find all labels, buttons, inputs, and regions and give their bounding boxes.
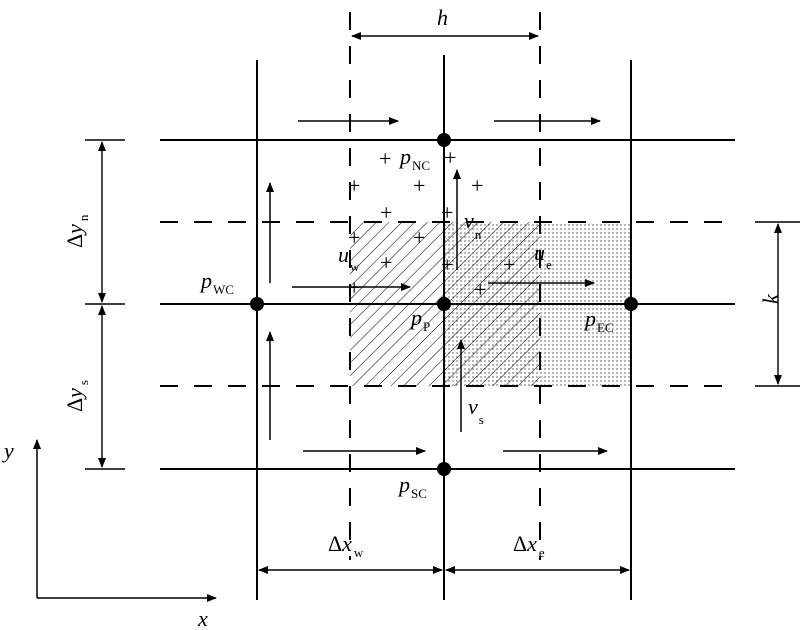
plus-marker: +: [379, 146, 391, 171]
k-label: k: [758, 293, 783, 304]
node-south-center: [437, 462, 451, 476]
node-labels: pNC pWC pP pEC pSC: [199, 144, 614, 501]
dy-s-label: Δys: [62, 380, 91, 412]
plus-marker: +: [441, 252, 453, 277]
svg-text:Δys: Δys: [62, 380, 91, 412]
node-west-center: [250, 297, 264, 311]
plus-marker: +: [348, 173, 360, 198]
v-s-label: vs: [468, 394, 484, 427]
coordinate-axes: [33, 439, 217, 602]
plus-marker: +: [441, 200, 453, 225]
h-label: h: [437, 5, 448, 30]
node-center: [437, 297, 451, 311]
plus-marker: +: [444, 145, 456, 170]
pressure-nodes: [250, 133, 638, 476]
plus-marker: +: [503, 252, 515, 277]
p-ec-label: pEC: [583, 306, 614, 335]
plus-marker: +: [413, 173, 425, 198]
u-w-label: uw: [338, 242, 360, 274]
p-p-label: pP: [409, 305, 430, 334]
plus-marker: +: [474, 277, 486, 302]
plus-marker: +: [348, 275, 360, 300]
p-nc-label: pNC: [398, 144, 430, 173]
svg-text:Δyn: Δyn: [62, 214, 91, 248]
plus-marker: +: [380, 200, 392, 225]
x-axis-label: x: [197, 606, 208, 630]
plus-marker: +: [380, 250, 392, 275]
p-sc-label: pSC: [397, 472, 427, 501]
plus-marker: +: [471, 173, 483, 198]
node-north-center: [437, 133, 451, 147]
velocity-arrows: [266, 117, 608, 455]
plus-marker: +: [348, 225, 360, 250]
velocity-labels: uw ue vn vs: [338, 208, 552, 427]
dy-n-label: Δyn: [62, 214, 91, 248]
p-wc-label: pWC: [199, 268, 234, 297]
plus-markers: + + + + + + + + + + + + + +: [348, 145, 515, 302]
v-n-label: vn: [464, 208, 482, 242]
dimension-arrows: [85, 32, 800, 574]
u-e-label: ue: [534, 240, 552, 272]
node-east-center: [624, 297, 638, 311]
y-axis-label: y: [2, 438, 14, 463]
dashed-grid-lines: [160, 12, 735, 560]
plus-marker: +: [413, 225, 425, 250]
